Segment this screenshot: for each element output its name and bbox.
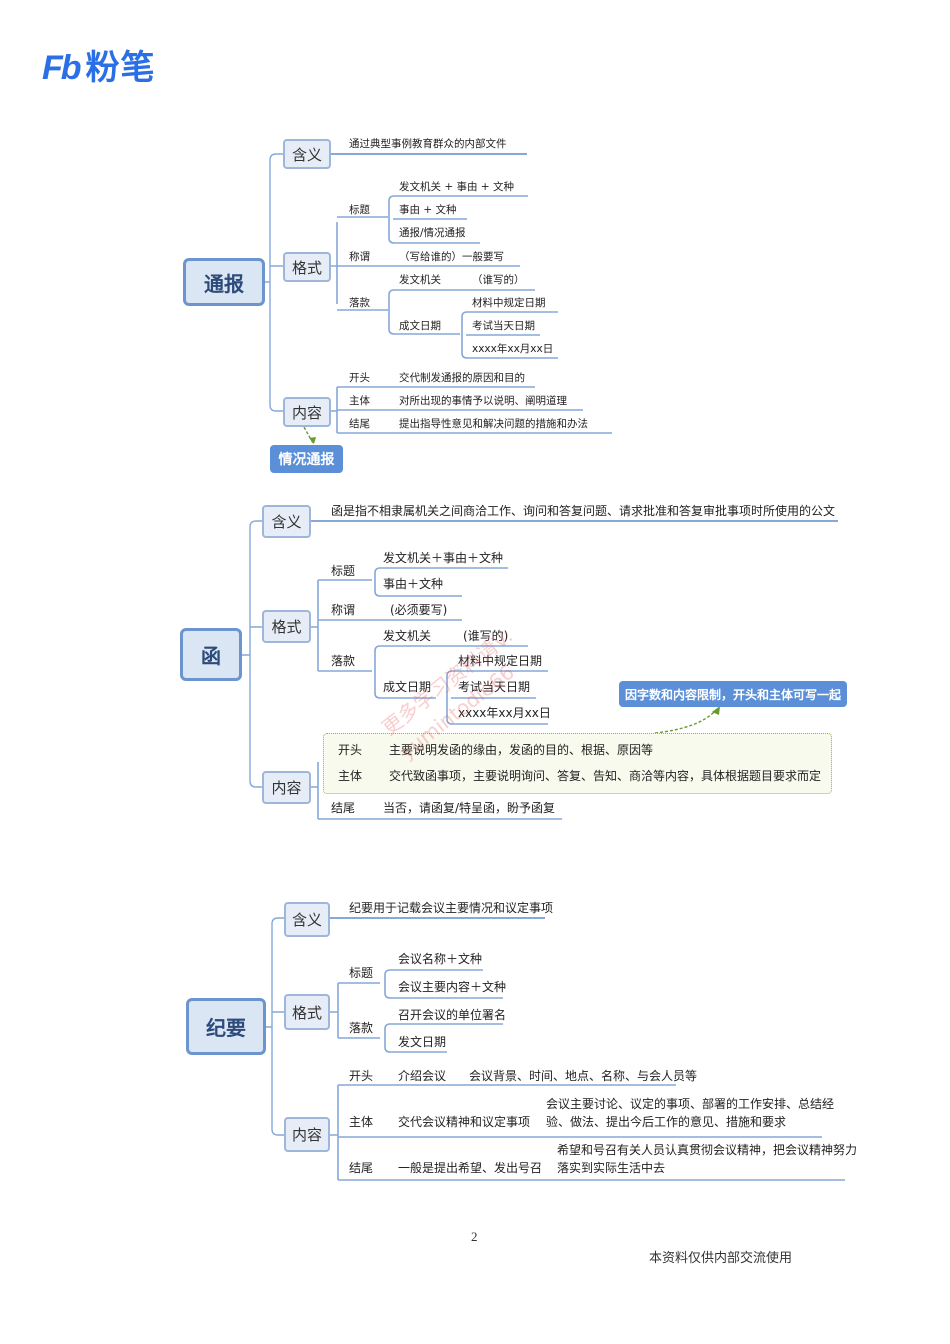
fawen-label: 发文机关	[399, 274, 441, 286]
grouping-box	[323, 733, 832, 794]
chengwen-item: 材料中规定日期	[458, 654, 543, 668]
chengwei-label: 称谓	[349, 251, 370, 263]
biaoti-item: 会议名称＋文种	[398, 952, 483, 966]
root-node-han: 函	[180, 628, 242, 681]
neirong-label: 主体	[349, 1115, 374, 1129]
neirong-text: 交代致函事项，主要说明询问、答复、告知、商洽等内容，具体根据题目要求而定	[389, 769, 822, 783]
neirong-label: 开头	[349, 1069, 374, 1083]
biaoti-item: 事由＋文种	[383, 577, 444, 591]
chengwen-label: 成文日期	[399, 320, 441, 332]
chengwei-text: （写给谁的）一般要写	[399, 251, 504, 263]
root-node-tongbao: 通报	[183, 258, 265, 306]
hanyi-text: 纪要用于记载会议主要情况和议定事项	[349, 901, 554, 915]
neirong-text: 会议主要讨论、议定的事项、部署的工作安排、总结经	[546, 1097, 835, 1111]
luokuan-label: 落款	[349, 297, 370, 309]
biaoti-label: 标题	[349, 966, 374, 980]
chengwen-item: 考试当天日期	[458, 680, 531, 694]
neirong-text: 主要说明发函的缘由，发函的目的、根据、原因等	[389, 743, 654, 757]
fawen-label: 发文机关	[383, 629, 432, 643]
neirong-label: 结尾	[349, 1161, 374, 1175]
fawen-text: (谁写的)	[463, 629, 509, 643]
neirong-text: 交代制发通报的原因和目的	[399, 372, 525, 384]
biaoti-item: 通报/情况通报	[399, 227, 466, 239]
branch-geshi: 格式	[283, 252, 331, 282]
branch-hanyi: 含义	[284, 902, 330, 937]
branch-neirong: 内容	[262, 771, 311, 804]
branch-hanyi: 含义	[283, 139, 331, 169]
neirong-text: 希望和号召有关人员认真贯彻会议精神，把会议精神努力	[557, 1143, 858, 1157]
neirong-mid: 交代会议精神和议定事项	[398, 1115, 531, 1129]
chengwen-label: 成文日期	[383, 680, 432, 694]
logo-text: 粉笔	[85, 48, 156, 88]
page-number: 2	[471, 1229, 478, 1244]
neirong-label: 开头	[349, 372, 370, 384]
biaoti-label: 标题	[349, 204, 370, 216]
chengwei-label: 称谓	[331, 603, 356, 617]
jiyao-connectors	[266, 917, 845, 1181]
neirong-mid: 介绍会议	[398, 1069, 447, 1083]
branch-neirong: 内容	[284, 1117, 330, 1152]
neirong-label: 结尾	[349, 418, 370, 430]
branch-hanyi: 含义	[262, 505, 311, 538]
chengwei-text: (必须要写)	[390, 603, 448, 617]
neirong-text: 对所出现的事情予以说明、阐明道理	[399, 395, 567, 407]
note-callout: 因字数和内容限制，开头和主体可写一起	[619, 681, 847, 707]
biaoti-label: 标题	[331, 564, 356, 578]
biaoti-item: 发文机关 + 事由 + 文种	[399, 181, 514, 193]
neirong-mid: 一般是提出希望、发出号召	[398, 1161, 543, 1175]
branch-neirong: 内容	[283, 397, 331, 427]
neirong-label: 主体	[338, 769, 363, 783]
neirong-text: 当否，请函复/特呈函，盼予函复	[383, 801, 556, 815]
neirong-text: 落实到实际生活中去	[557, 1161, 666, 1175]
chengwen-item: 考试当天日期	[472, 320, 535, 332]
footer-note: 本资料仅供内部交流使用	[649, 1250, 793, 1265]
biaoti-item: 会议主要内容＋文种	[398, 980, 507, 994]
branch-geshi: 格式	[284, 994, 330, 1030]
luokuan-label: 落款	[349, 1021, 374, 1035]
neirong-text: 验、做法、提出今后工作的意见、措施和要求	[546, 1115, 787, 1129]
luokuan-item: 召开会议的单位署名	[398, 1008, 507, 1022]
neirong-text: 提出指导性意见和解决问题的措施和办法	[399, 418, 588, 430]
neirong-text: 会议背景、时间、地点、名称、与会人员等	[469, 1069, 698, 1083]
chengwen-item: xxxx年xx月xx日	[472, 343, 554, 355]
luokuan-label: 落款	[331, 654, 356, 668]
luokuan-item: 发文日期	[398, 1035, 447, 1049]
chengwen-item: xxxx年xx月xx日	[458, 706, 551, 720]
neirong-label: 开头	[338, 743, 363, 757]
biaoti-item: 发文机关＋事由＋文种	[383, 551, 504, 565]
chengwen-item: 材料中规定日期	[472, 297, 546, 309]
branch-geshi: 格式	[262, 610, 311, 643]
hanyi-text: 通过典型事例教育群众的内部文件	[349, 138, 507, 150]
biaoti-item: 事由 + 文种	[399, 204, 457, 216]
root-node-jiyao: 纪要	[186, 998, 266, 1055]
tongbao-connectors	[265, 153, 612, 444]
arrow-to-note	[654, 709, 717, 734]
hanyi-text: 函是指不相隶属机关之间商洽工作、询问和答复问题、请求批准和答复审批事项时所使用的…	[331, 504, 836, 518]
neirong-label: 结尾	[331, 801, 356, 815]
fawen-text: （谁写的）	[472, 274, 525, 286]
logo-mark: Fb	[42, 49, 82, 87]
neirong-label: 主体	[349, 395, 370, 407]
tag-qingkuang-tongbao: 情况通报	[270, 445, 343, 473]
